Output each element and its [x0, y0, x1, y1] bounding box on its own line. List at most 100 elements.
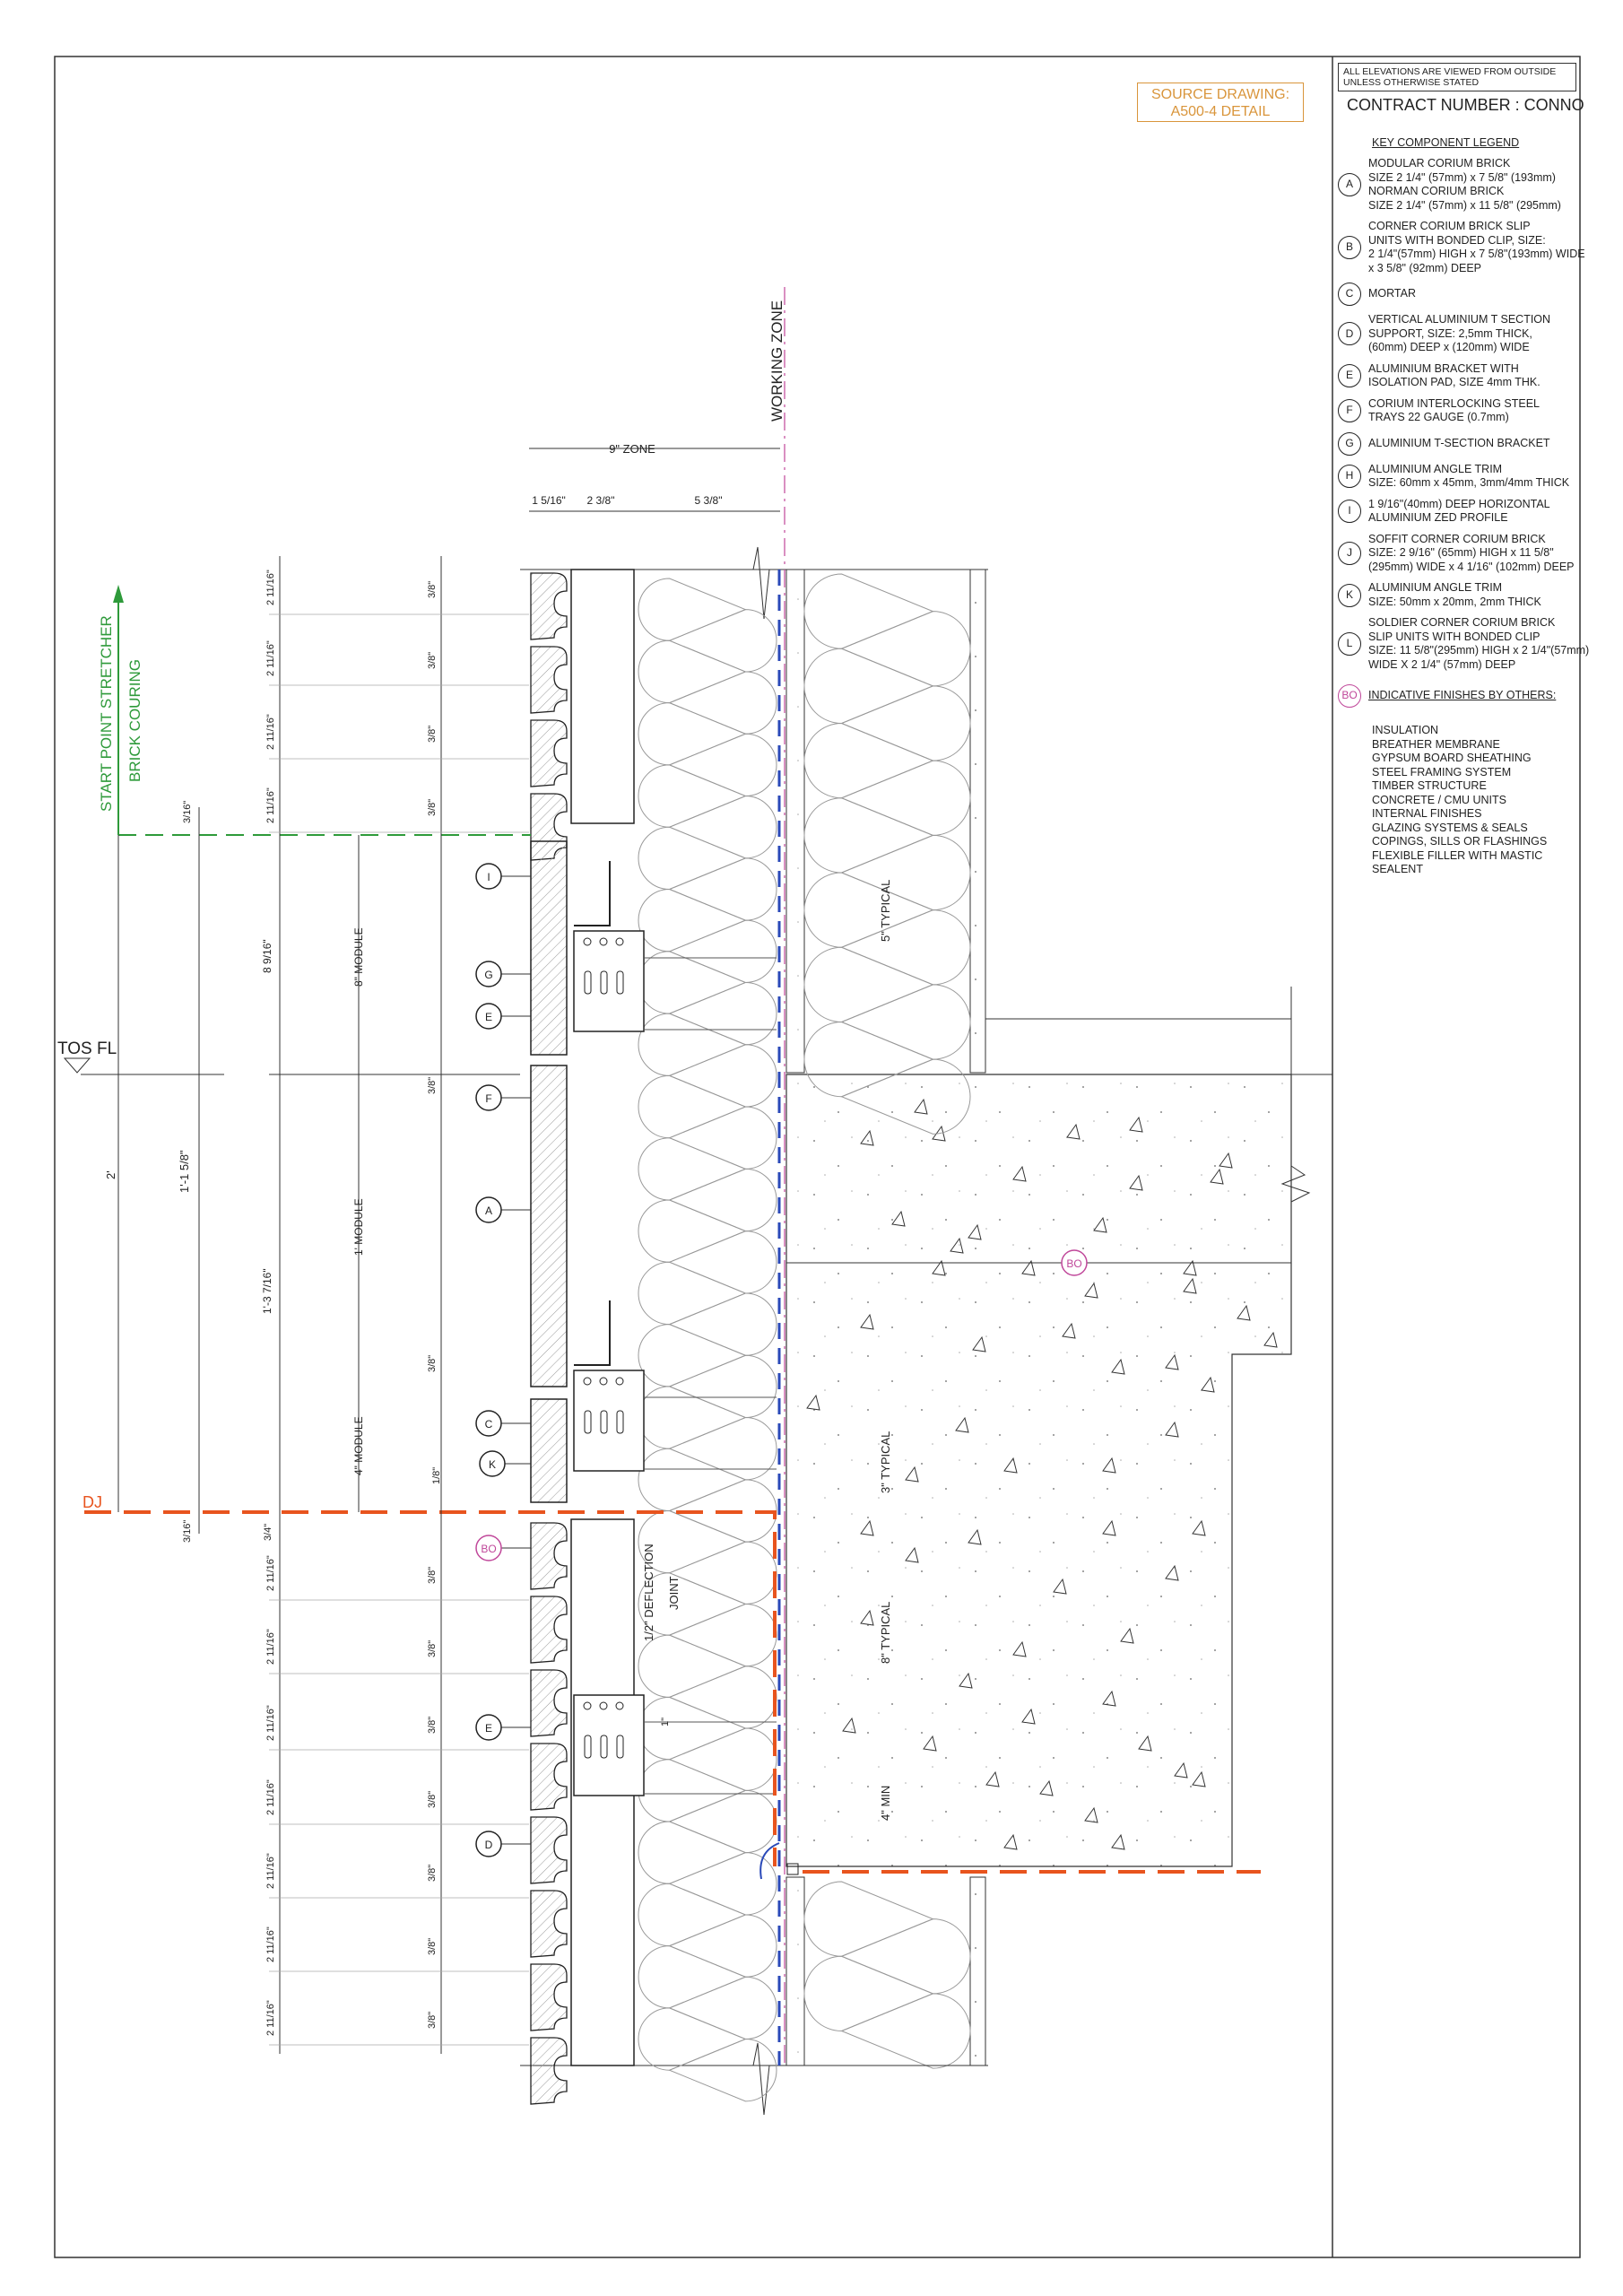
- legend-line: UNITS WITH BONDED CLIP, SIZE:: [1368, 233, 1546, 247]
- sealant-joint: [786, 1863, 799, 1875]
- callout-label: A: [485, 1205, 492, 1217]
- outer-insulation: [638, 578, 777, 2102]
- callout-label: E: [485, 1722, 492, 1735]
- block-skin: [785, 1876, 805, 2066]
- inner-insulation: [803, 573, 971, 1135]
- aggregate-mark: [860, 1609, 874, 1626]
- legend-panel: ALL ELEVATIONS ARE VIEWED FROM OUTSIDE U…: [1338, 63, 1589, 877]
- upper-brick-courses: [530, 569, 635, 861]
- inner-board: [969, 569, 986, 1074]
- aggregate-mark: [905, 1465, 919, 1483]
- dim-3-8: 3/8": [427, 1791, 438, 1808]
- aggregate-mark: [923, 1735, 937, 1752]
- aggregate-mark: [972, 1335, 986, 1352]
- aggregate-mark: [1165, 1421, 1179, 1438]
- legend-key-badge: B: [1338, 236, 1361, 259]
- finish-item: FLEXIBLE FILLER WITH MASTIC: [1372, 848, 1543, 862]
- legend-item-bo: BO INDICATIVE FINISHES BY OTHERS:: [1338, 684, 1580, 708]
- aggregate-mark: [1102, 1690, 1116, 1707]
- legend-line: SIZE: 50mm x 20mm, 2mm THICK: [1368, 595, 1541, 608]
- dim-2-11-16: 2 11/16": [265, 1853, 276, 1889]
- aggregate-mark: [1039, 1779, 1054, 1796]
- insulation-loop: [638, 639, 747, 704]
- finish-item: STEEL FRAMING SYSTEM: [1372, 765, 1512, 778]
- dim-3-8: 3/8": [427, 1567, 438, 1584]
- insulation-loop: [840, 1918, 971, 1995]
- working-zone-label: WORKING ZONE: [768, 300, 785, 422]
- insulation-loop: [840, 909, 971, 986]
- bracket-slot: [616, 1410, 624, 1434]
- dim-3-8: 3/8": [427, 2012, 438, 2029]
- insulation-loop: [638, 1261, 747, 1326]
- insulation-loop: [840, 760, 971, 836]
- aggregate-mark: [1192, 1519, 1206, 1536]
- aggregate-mark: [950, 1237, 964, 1254]
- bracket-hole: [583, 1701, 592, 1710]
- insulation-loop: [638, 1199, 747, 1263]
- sheet-border: [54, 56, 1581, 2258]
- aggregate-mark: [932, 1125, 946, 1142]
- insulation-loop: [668, 733, 777, 797]
- bracket-slot: [584, 1410, 592, 1434]
- bracket-slot: [600, 1735, 608, 1759]
- callout-circle: [475, 863, 502, 890]
- dim-1-1-5-8: 1'-1 5/8": [178, 1150, 191, 1193]
- callout-label: F: [485, 1092, 491, 1105]
- aggregate-mark: [1192, 1770, 1206, 1787]
- bracket-hole: [615, 937, 624, 946]
- module-1: 1' MODULE: [352, 1198, 365, 1256]
- brick-slip: [530, 2037, 568, 2105]
- aggregate-mark: [1012, 1165, 1027, 1182]
- insulation-loop: [668, 1106, 777, 1170]
- callout-label: I: [487, 871, 490, 883]
- bracket-hole: [599, 1377, 608, 1386]
- insulation-loop: [638, 1013, 747, 1076]
- deflection-label-2: JOINT: [667, 1576, 681, 1610]
- start-point-label-2: BRICK COURING: [126, 659, 143, 782]
- contract-number: CONTRACT NUMBER : CONNO: [1347, 96, 1584, 114]
- dim-2ft: 2': [104, 1170, 117, 1179]
- callout-label: BO: [1066, 1257, 1081, 1270]
- inner-insulation: [803, 1881, 971, 2069]
- aggregate-mark: [1165, 1564, 1179, 1581]
- aggregate-mark: [1084, 1282, 1098, 1299]
- insulation-loop: [668, 2039, 777, 2102]
- insulation-loop: [668, 919, 777, 983]
- brick-slip: [530, 1743, 568, 1811]
- callout-label: C: [485, 1418, 493, 1431]
- aggregate-mark: [1165, 1353, 1179, 1370]
- callout-circle: [475, 1535, 502, 1561]
- legend-line: CORNER CORIUM BRICK SLIP: [1368, 220, 1531, 232]
- aggregate-mark: [1138, 1735, 1152, 1752]
- insulation-loop: [638, 1883, 747, 1947]
- insulation-loop: [668, 796, 777, 859]
- aggregate-mark: [842, 1717, 856, 1734]
- aggregate-mark: [1201, 1376, 1215, 1393]
- brick-slip: [530, 1669, 568, 1737]
- callout-circle: [475, 1196, 502, 1223]
- insulation-loop: [668, 609, 777, 673]
- dim-2-11-16: 2 11/16": [265, 1555, 276, 1591]
- brick-slip: [530, 719, 568, 787]
- insulation-loop: [668, 1354, 777, 1419]
- legend-line: SIZE 2 1/4" (57mm) x 7 5/8" (193mm): [1368, 170, 1556, 184]
- course-dimension-labels: 2 11/16"3/8"2 11/16"3/8"2 11/16"3/8"2 11…: [265, 570, 438, 2036]
- bracket-hole: [599, 937, 608, 946]
- inner-board: [969, 1876, 986, 2066]
- insulation-loop: [668, 1044, 777, 1108]
- legend-line: SOFFIT CORNER CORIUM BRICK: [1368, 532, 1546, 545]
- insulation-loop: [803, 872, 934, 948]
- legend-line: SIZE: 2 9/16" (65mm) HIGH x 11 5/8": [1368, 546, 1554, 559]
- typical-5: 5" TYPICAL: [879, 880, 892, 942]
- insulation-loop: [840, 1993, 971, 2069]
- aggregate-mark: [1053, 1578, 1067, 1595]
- aggregate-mark: [1183, 1277, 1197, 1294]
- legend-key-badge: H: [1338, 465, 1361, 488]
- insulation-loop: [638, 1634, 747, 1698]
